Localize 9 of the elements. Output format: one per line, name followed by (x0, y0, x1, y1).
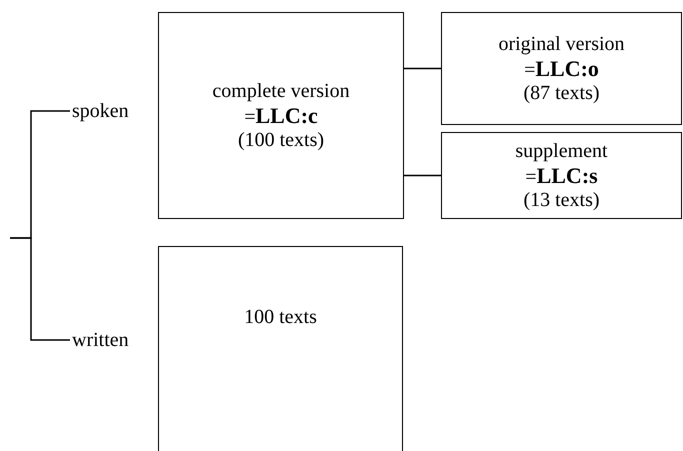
branch-label: written (72, 326, 152, 354)
connector-line (404, 68, 441, 70)
category-box: 100 texts (158, 246, 403, 451)
connector-line (404, 174, 441, 176)
category-box: supplement =LLC:s (13 texts) (441, 132, 682, 219)
branch-label: spoken (72, 97, 152, 125)
category-box: complete version =LLC:c (100 texts) (158, 12, 404, 219)
connector-line (10, 237, 70, 341)
category-box: original version =LLC:o (87 texts) (441, 12, 682, 125)
